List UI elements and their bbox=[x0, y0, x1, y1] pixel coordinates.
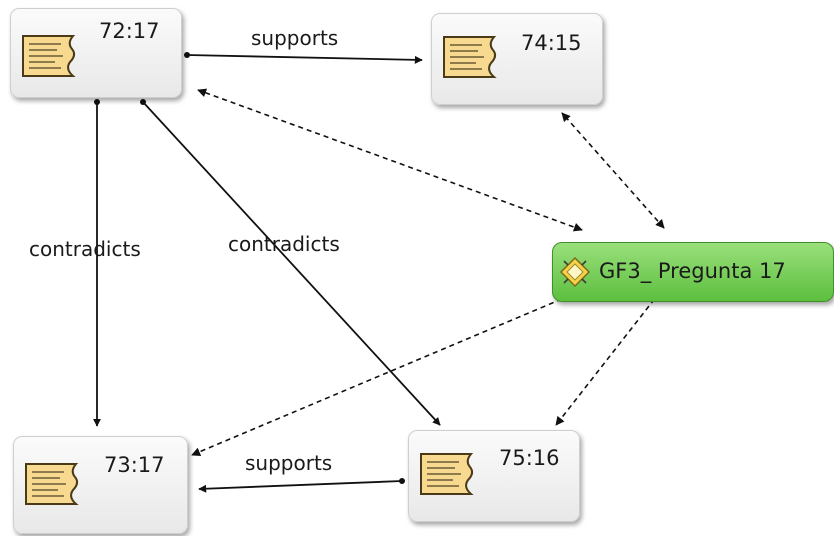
relation-start-dot bbox=[140, 99, 146, 105]
document-quote-icon bbox=[443, 36, 497, 78]
link-code-75-16[interactable] bbox=[555, 291, 661, 426]
relation-start-dot bbox=[399, 478, 405, 484]
document-quote-icon bbox=[420, 453, 474, 495]
edge-label-contradicts-left: contradicts bbox=[29, 237, 141, 261]
link-code-74-15[interactable] bbox=[561, 112, 665, 229]
link-code-73-17[interactable] bbox=[191, 284, 596, 456]
edge-label-contradicts-diagonal: contradicts bbox=[228, 232, 340, 256]
relation-72-17-contradicts-75-16[interactable] bbox=[142, 101, 441, 426]
quotation-node-72-17[interactable]: 72:17 bbox=[10, 8, 182, 98]
quotation-node-73-17[interactable]: 73:17 bbox=[13, 436, 188, 534]
quotation-label: 73:17 bbox=[104, 453, 165, 477]
document-quote-icon bbox=[25, 463, 79, 505]
quotation-label: 74:15 bbox=[521, 31, 582, 55]
relation-75-16-supports-73-17[interactable] bbox=[198, 480, 403, 493]
quotation-node-75-16[interactable]: 75:16 bbox=[408, 430, 580, 522]
code-node-gf3-pregunta-17[interactable]: GF3_ Pregunta 17 bbox=[552, 242, 834, 302]
document-quote-icon bbox=[22, 35, 76, 77]
code-diamond-icon bbox=[559, 256, 591, 288]
edge-label-supports-bottom: supports bbox=[245, 451, 332, 475]
relation-start-dot bbox=[94, 99, 100, 105]
relation-72-17-supports-74-15[interactable] bbox=[186, 54, 423, 64]
code-label: GF3_ Pregunta 17 bbox=[599, 259, 786, 283]
quotation-node-74-15[interactable]: 74:15 bbox=[431, 13, 603, 105]
relation-start-dot bbox=[184, 52, 190, 58]
quotation-label: 75:16 bbox=[499, 446, 560, 470]
link-code-72-17[interactable] bbox=[197, 88, 583, 232]
quotation-label: 72:17 bbox=[99, 19, 160, 43]
edge-label-supports-top: supports bbox=[251, 26, 338, 50]
